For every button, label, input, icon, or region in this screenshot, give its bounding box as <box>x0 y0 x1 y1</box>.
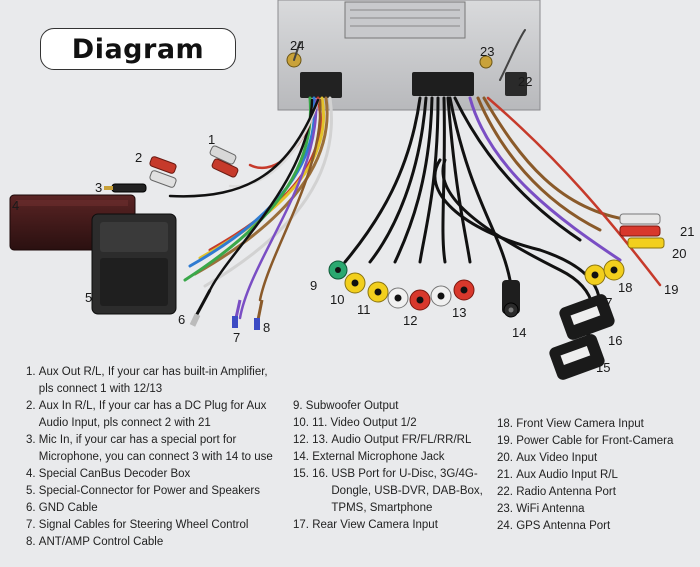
legend-column-2: 9. Subwoofer Output 10. 11. Video Output… <box>293 398 483 534</box>
microphone-jack <box>502 280 520 318</box>
legend-item-20: 20. Aux Video Input <box>497 452 598 464</box>
legend-item-9: 9. Subwoofer Output <box>293 400 399 412</box>
legend-item-4: 4. Special CanBus Decoder Box <box>26 468 191 480</box>
main-wire-harness <box>168 41 333 320</box>
callout-9: 9 <box>310 278 318 293</box>
rca-plugs-aux-out-in <box>104 145 239 193</box>
power-speaker-connector <box>91 213 177 315</box>
callout-2: 2 <box>135 150 143 165</box>
aux-av-inputs <box>619 213 665 249</box>
legend-item-21: 21. Aux Audio Input R/L <box>497 469 618 481</box>
callout-5: 5 <box>85 290 93 305</box>
camera-inputs <box>584 259 625 286</box>
legend-item-19: 19. Power Cable for Front-Camera <box>497 435 674 447</box>
callout-17: 17 <box>598 295 613 310</box>
legend-item-23: 23. WiFi Antenna <box>497 503 585 515</box>
callout-1: 1 <box>208 132 216 147</box>
callout-14: 14 <box>512 325 527 340</box>
callout-6: 6 <box>178 312 186 327</box>
callout-21: 21 <box>680 224 695 239</box>
legend-item-8: 8. ANT/AMP Control Cable <box>26 536 164 548</box>
callout-15: 15 <box>596 360 611 375</box>
callout-12: 12 <box>403 313 418 328</box>
callout-8: 8 <box>263 320 271 335</box>
legend-item-24: 24. GPS Antenna Port <box>497 520 611 532</box>
legend-item-7: 7. Signal Cables for Steering Wheel Cont… <box>26 519 249 531</box>
callout-22: 22 <box>518 74 533 89</box>
legend-item-22: 22. Radio Antenna Port <box>497 486 616 498</box>
callout-3: 3 <box>95 180 103 195</box>
callout-18: 18 <box>618 280 633 295</box>
legend-column-1: 1. Aux Out R/L, If your car has built-in… <box>26 364 281 551</box>
callout-4: 4 <box>12 198 20 213</box>
legend-column-3: 18. Front View Camera Input 19. Power Ca… <box>497 416 697 535</box>
usb-ports <box>549 294 615 380</box>
callout-23: 23 <box>480 44 495 59</box>
callout-16: 16 <box>608 333 623 348</box>
gnd-swc-ant-leads <box>189 289 264 330</box>
callout-20: 20 <box>672 246 687 261</box>
legend-item-1: 1. Aux Out R/L, If your car has built-in… <box>26 366 268 395</box>
legend-item-15-16: 15. 16. USB Port for U-Disc, 3G/4G-Dongl… <box>293 468 483 514</box>
callout-10: 10 <box>330 292 345 307</box>
legend-item-12-13: 12. 13. Audio Output FR/FL/RR/RL <box>293 434 472 446</box>
legend-item-2: 2. Aux In R/L, If your car has a DC Plug… <box>26 400 267 429</box>
legend-item-5: 5. Special-Connector for Power and Speak… <box>26 485 260 497</box>
callout-11: 11 <box>357 302 371 317</box>
diagram-title: Diagram <box>40 28 236 70</box>
callout-7: 7 <box>233 330 241 345</box>
callout-13: 13 <box>452 305 467 320</box>
callout-19: 19 <box>664 282 679 297</box>
legend-item-17: 17. Rear View Camera Input <box>293 519 438 531</box>
legend-item-18: 18. Front View Camera Input <box>497 418 644 430</box>
legend-item-10-11: 10. 11. Video Output 1/2 <box>293 417 417 429</box>
legend-item-6: 6. GND Cable <box>26 502 98 514</box>
legend-item-3: 3. Mic In, if your car has a special por… <box>26 434 273 463</box>
rca-jack-row <box>328 260 475 311</box>
legend-item-14: 14. External Microphone Jack <box>293 451 445 463</box>
head-unit-rear-panel <box>277 0 541 111</box>
callout-24: 24 <box>290 38 305 53</box>
